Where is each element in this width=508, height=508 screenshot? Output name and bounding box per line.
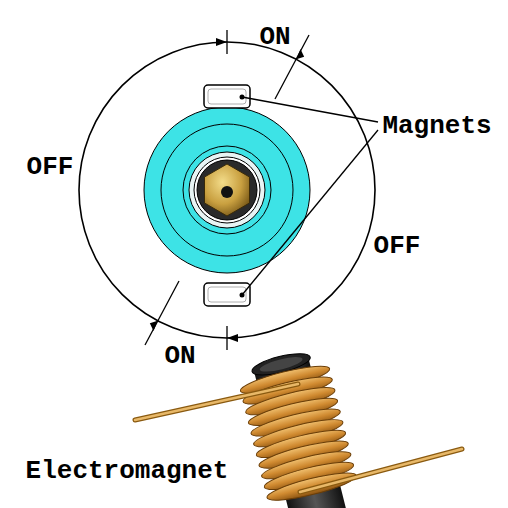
extension-line	[145, 281, 179, 345]
coil-lead	[300, 449, 462, 492]
rotor-ring	[161, 124, 293, 256]
hub-ring	[189, 152, 265, 228]
coil-lead	[135, 384, 298, 420]
dimension-label: OFF	[374, 233, 421, 259]
coil-lead	[135, 384, 298, 420]
leader-line	[242, 97, 378, 122]
part-label: Magnets	[382, 113, 491, 139]
hub-bore	[194, 157, 260, 223]
dimension-label: ON	[259, 24, 290, 50]
dimension-label: OFF	[27, 154, 74, 180]
part-label: Electromagnet	[26, 458, 229, 484]
travel-circle	[79, 42, 375, 338]
coil-lead	[300, 449, 462, 492]
electromagnet	[235, 345, 367, 508]
dimension-arrow	[150, 38, 305, 342]
screw-head	[197, 160, 257, 220]
magnet	[204, 85, 250, 108]
dimension-label: ON	[164, 343, 195, 369]
hex-socket	[205, 164, 250, 216]
leader-line	[242, 130, 378, 295]
socket-center	[221, 186, 233, 198]
rotor-hub	[183, 146, 271, 234]
rotor-disk	[144, 107, 310, 273]
